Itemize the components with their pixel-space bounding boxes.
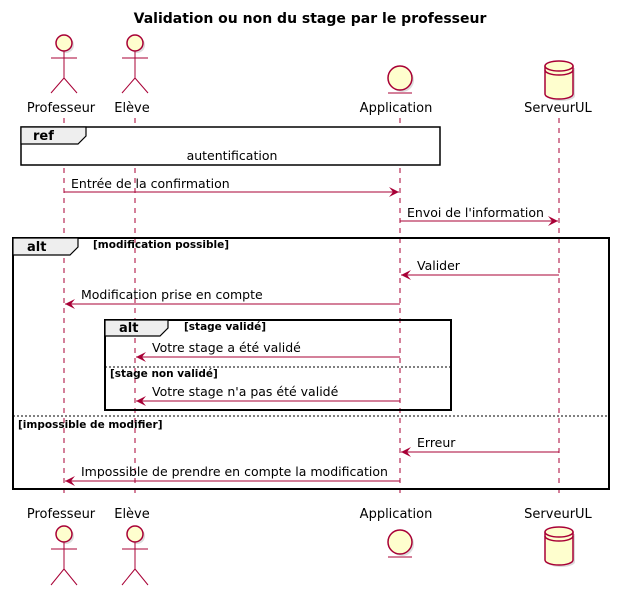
message-label: Envoi de l'information [407,205,544,220]
participant-eleve-bottom: Elève [114,507,150,522]
diagram-title: Validation ou non du stage par le profes… [134,11,487,27]
participant-professeur-top: Professeur [27,101,96,116]
participant-application-top: Application [360,101,433,116]
alt-tag: alt [27,240,46,255]
alt-guard: [modification possible] [93,239,229,251]
participant-eleve-top: Elève [114,101,150,116]
message-label: Erreur [417,435,456,450]
alt-frame-inner: alt [stage validé] [stage non validé] [104,319,452,411]
database-icon [544,60,575,101]
actor-icon [121,34,149,94]
actor-icon [121,525,149,586]
message-label: Modification prise en compte [81,287,263,302]
alt-guard: [impossible de modifier] [18,419,163,431]
message-label: Valider [417,258,461,273]
participant-professeur-bottom: Professeur [27,507,96,522]
actor-icon [50,525,78,586]
message-label: Impossible de prendre en compte la modif… [81,464,388,479]
database-icon [544,526,575,567]
actor-icon [50,34,78,94]
ref-frame: ref autentification [20,126,441,166]
message-label: Votre stage a été validé [152,340,301,355]
entity-icon [387,529,414,558]
participant-serveur-top: ServeurUL [524,101,592,116]
alt-frame-outer: alt [modification possible] [impossible … [12,237,610,490]
message-label: Entrée de la confirmation [71,176,230,191]
alt-guard: [stage validé] [184,321,266,333]
participant-serveur-bottom: ServeurUL [524,507,592,522]
ref-text: autentification [187,148,278,163]
alt-tag: alt [119,321,138,336]
message-label: Votre stage n'a pas été validé [152,384,339,399]
alt-guard: [stage non validé] [110,368,218,380]
entity-icon [387,65,414,94]
ref-tag: ref [33,129,54,144]
participant-application-bottom: Application [360,507,433,522]
